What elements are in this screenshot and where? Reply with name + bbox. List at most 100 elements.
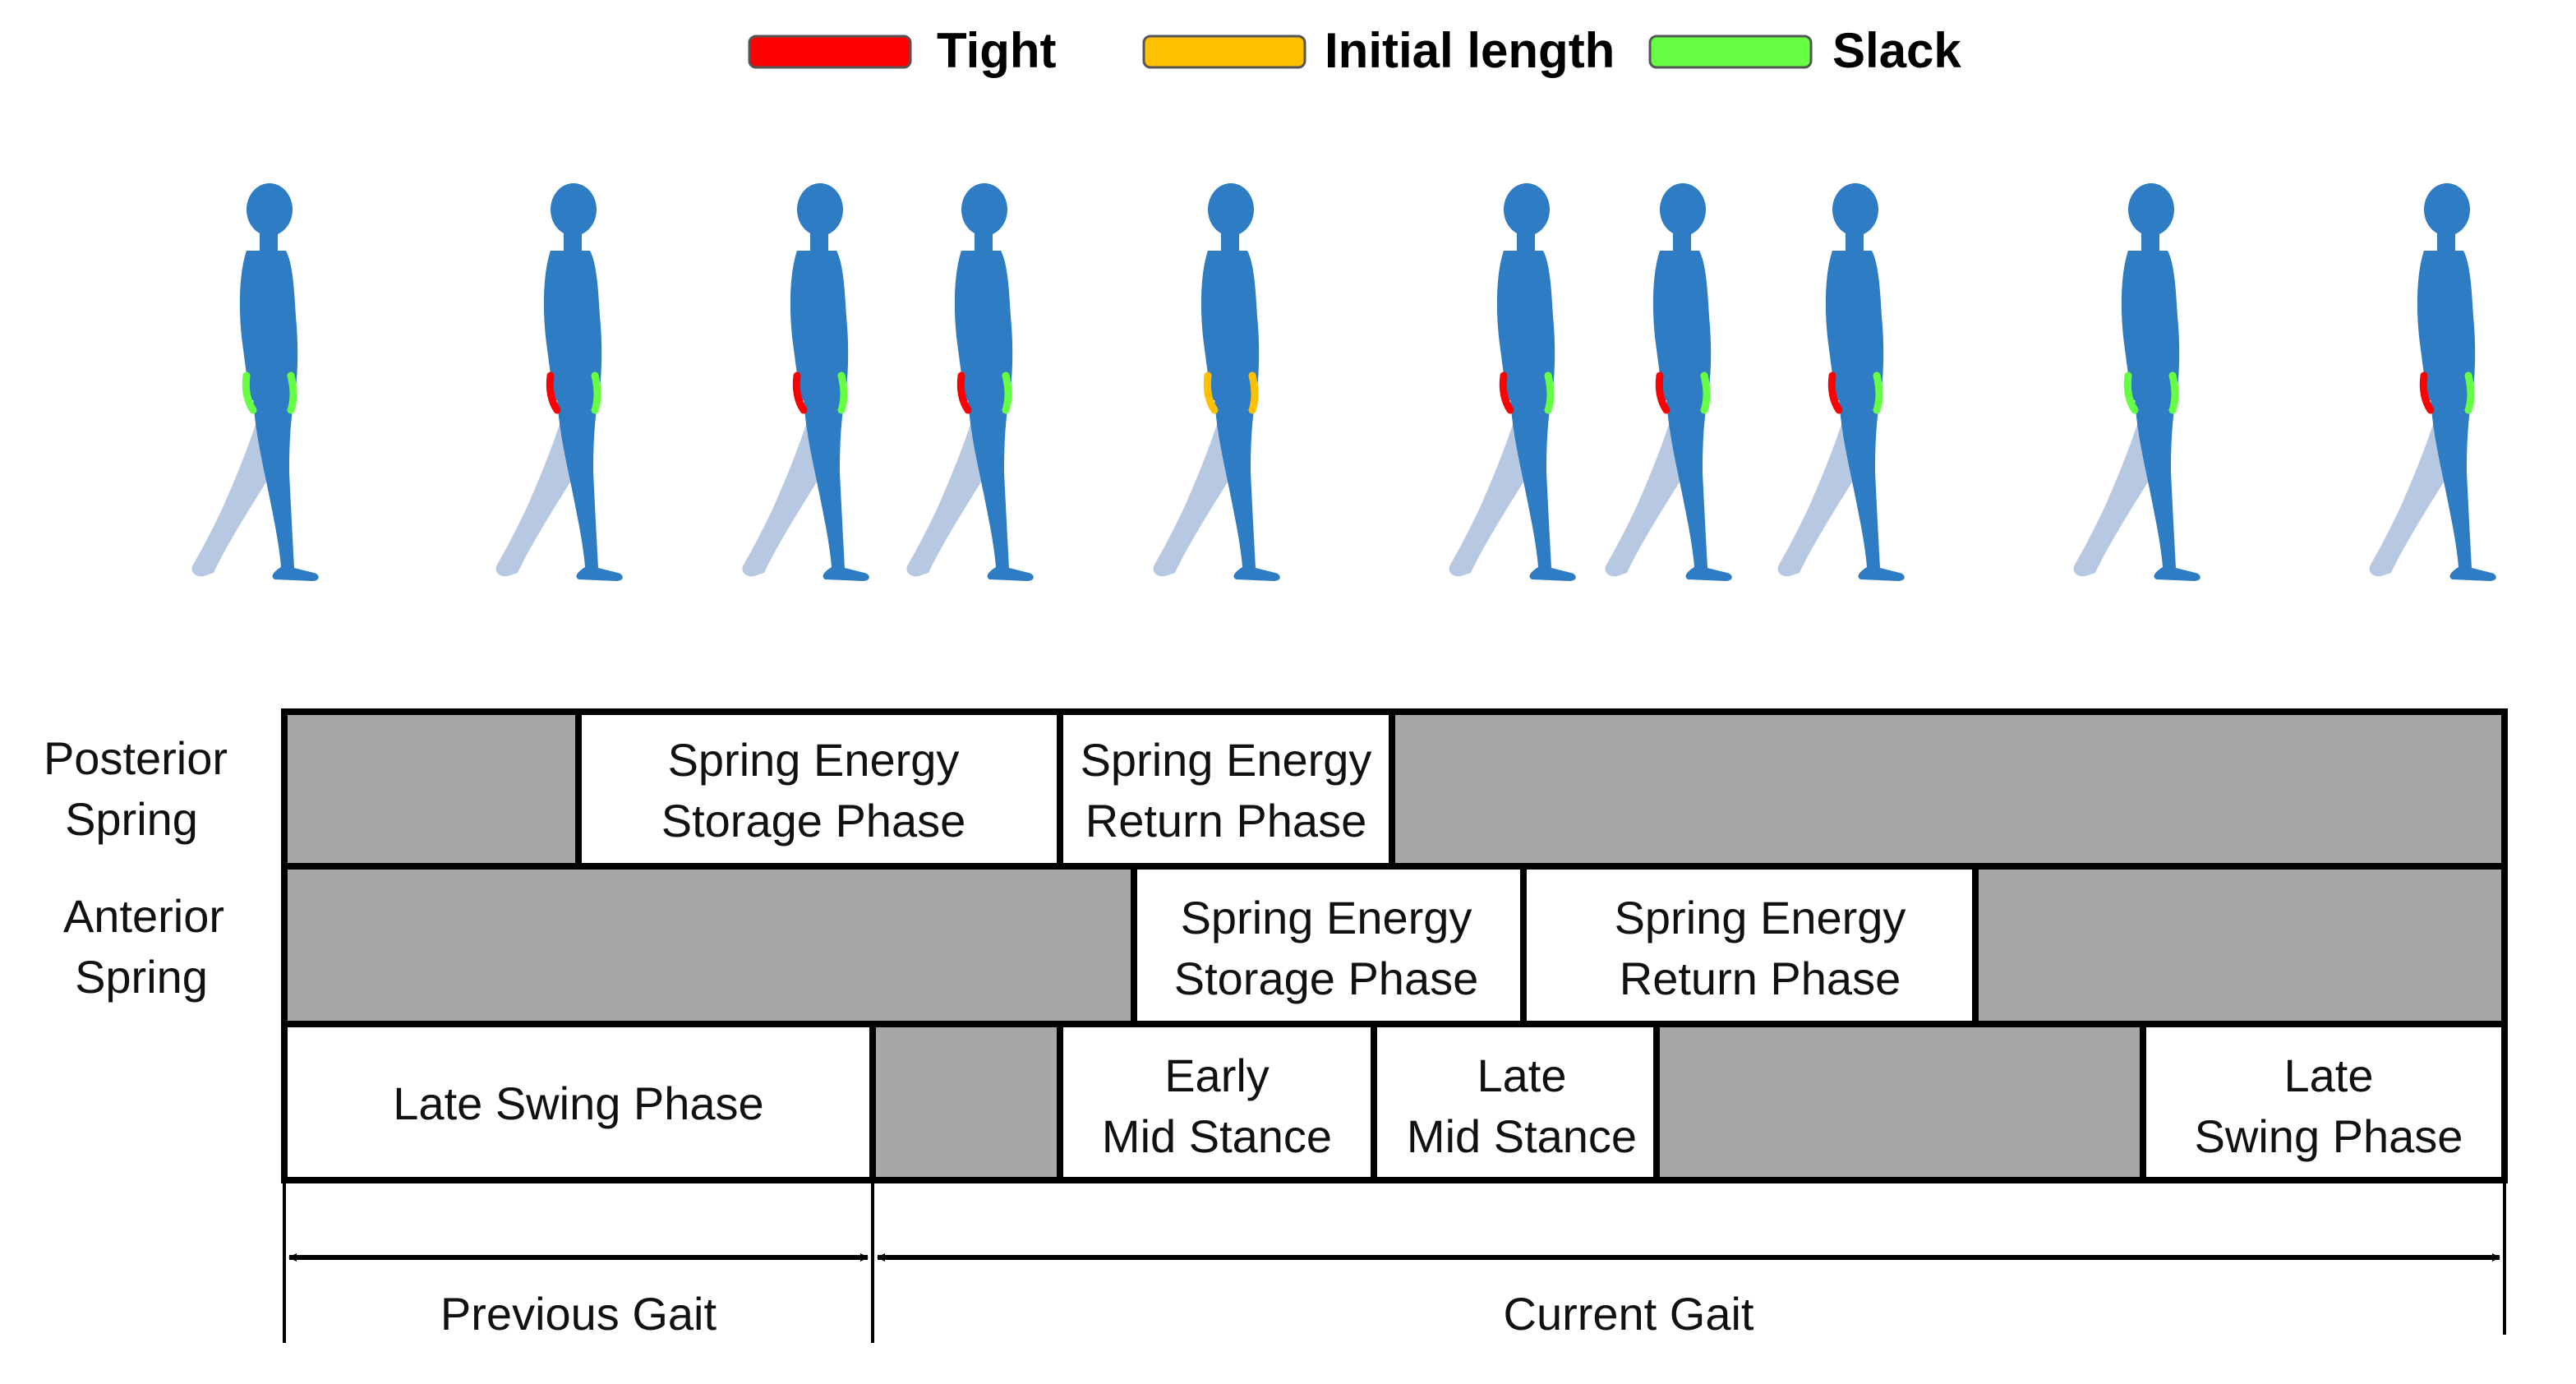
anterior-inactive-early xyxy=(281,863,1137,1027)
spring-band-front xyxy=(1827,371,1843,414)
legend-swatch-initial-length xyxy=(1142,35,1306,69)
spring-band-front xyxy=(1499,371,1514,414)
walking-figure-icon xyxy=(1777,183,1905,581)
head-shape xyxy=(2128,183,2174,236)
spring-band-front xyxy=(956,371,972,414)
body-shape xyxy=(1666,397,1732,581)
spring-band-front xyxy=(1655,371,1670,414)
spring-band-rear xyxy=(2168,371,2179,414)
timeline-table: Spring Energy Storage Phase Spring Energ… xyxy=(281,708,2508,1183)
gait-spans: Previous Gait Current Gait xyxy=(283,1183,2506,1343)
posterior-storage-line2: Storage Phase xyxy=(661,795,965,847)
anterior-return-line1: Spring Energy xyxy=(1615,892,1906,943)
head-shape xyxy=(1208,183,1254,236)
phase-late-swing-previous-label: Late Swing Phase xyxy=(393,1077,763,1129)
head-shape xyxy=(551,183,597,236)
body-shape xyxy=(2437,233,2455,252)
head-shape xyxy=(1504,183,1550,236)
head-shape xyxy=(797,183,843,236)
anterior-return-line2: Return Phase xyxy=(1620,953,1901,1004)
body-shape xyxy=(1831,261,1855,400)
spring-band-rear xyxy=(1544,371,1555,414)
walking-figure-icon xyxy=(1153,183,1280,581)
spring-band-rear xyxy=(1002,371,1012,414)
body-shape xyxy=(2422,261,2447,400)
anterior-storage-line2: Storage Phase xyxy=(1174,953,1478,1004)
legend: Tight Initial length Slack xyxy=(748,23,1961,78)
legend-item-initial-length: Initial length xyxy=(1142,23,1615,78)
body-shape xyxy=(2127,261,2151,400)
body-shape xyxy=(968,397,1034,581)
posterior-return-line2: Return Phase xyxy=(1085,795,1366,847)
posterior-inactive-early xyxy=(281,708,582,870)
body-shape xyxy=(2135,397,2200,581)
spring-band-rear xyxy=(287,371,297,414)
row-label-anterior-line2: Spring xyxy=(75,951,208,1003)
walking-figure-icon xyxy=(495,183,623,581)
head-shape xyxy=(247,183,293,236)
phase-late-mid-stance-line2: Mid Stance xyxy=(1407,1110,1637,1162)
legend-item-slack: Slack xyxy=(1648,23,1961,78)
spring-band-rear xyxy=(1873,371,1883,414)
spring-band-front xyxy=(242,371,257,414)
body-shape xyxy=(1510,397,1576,581)
anterior-storage-cell xyxy=(1131,863,1527,1027)
walking-figure-icon xyxy=(191,183,319,581)
row-label-posterior-line2: Spring xyxy=(65,793,198,845)
body-shape xyxy=(1214,397,1280,581)
body-shape xyxy=(2141,233,2159,252)
legend-swatch-slack xyxy=(1648,35,1813,69)
spring-band-front xyxy=(792,371,808,414)
body-shape xyxy=(975,233,993,252)
body-shape xyxy=(1658,261,1683,400)
head-shape xyxy=(961,183,1007,236)
posterior-storage-line1: Spring Energy xyxy=(668,734,960,786)
phase-late-swing-current-line2: Swing Phase xyxy=(2195,1110,2463,1162)
spring-band-front xyxy=(1203,371,1219,414)
phase-late-swing-current-line1: Late xyxy=(2284,1050,2374,1101)
body-shape xyxy=(564,233,582,252)
body-shape xyxy=(1221,233,1239,252)
spring-band-front xyxy=(2123,371,2139,414)
phase-late-mid-stance xyxy=(1371,1021,1660,1183)
body-shape xyxy=(253,397,319,581)
spring-band-rear xyxy=(591,371,601,414)
walking-figure-icon xyxy=(2073,183,2200,581)
legend-label-tight: Tight xyxy=(937,23,1057,78)
posterior-return-line1: Spring Energy xyxy=(1081,734,1372,786)
body-shape xyxy=(557,397,623,581)
spring-band-front xyxy=(2419,371,2435,414)
previous-gait-label: Previous Gait xyxy=(440,1288,717,1340)
phase-early-mid-stance-line2: Mid Stance xyxy=(1102,1110,1332,1162)
walking-figure-icon xyxy=(1449,183,1576,581)
body-shape xyxy=(1206,261,1231,400)
phase-late-mid-stance-line1: Late xyxy=(1477,1050,1567,1101)
legend-label-initial-length: Initial length xyxy=(1325,23,1615,78)
row-label-posterior-line1: Posterior xyxy=(44,732,228,784)
phase-early-mid-stance-line1: Early xyxy=(1164,1050,1270,1101)
walking-figure-icon xyxy=(742,183,869,581)
body-shape xyxy=(960,261,984,400)
anterior-storage-line1: Spring Energy xyxy=(1181,892,1472,943)
phase-inactive-1 xyxy=(869,1021,1063,1183)
phase-inactive-2 xyxy=(1653,1021,2146,1183)
head-shape xyxy=(2424,183,2470,236)
body-shape xyxy=(260,233,278,252)
body-shape xyxy=(245,261,270,400)
legend-item-tight: Tight xyxy=(748,23,1057,78)
row-label-anterior-line1: Anterior xyxy=(63,890,224,942)
body-shape xyxy=(549,261,574,400)
phase-early-mid-stance xyxy=(1057,1021,1377,1183)
posterior-inactive-late xyxy=(1389,708,2508,870)
spring-band-rear xyxy=(1700,371,1711,414)
legend-swatch-tight xyxy=(748,35,912,69)
legend-label-slack: Slack xyxy=(1832,23,1961,78)
body-shape xyxy=(804,397,869,581)
body-shape xyxy=(1846,233,1864,252)
phase-late-swing-current xyxy=(2140,1021,2508,1183)
spring-band-rear xyxy=(837,371,848,414)
walking-figure-icon xyxy=(2369,183,2496,581)
body-shape xyxy=(1839,397,1905,581)
body-shape xyxy=(1502,261,1527,400)
